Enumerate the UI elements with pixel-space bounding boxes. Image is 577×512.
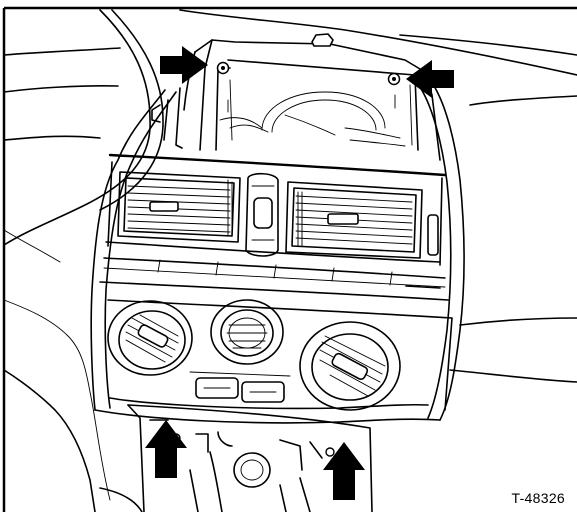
left-vent-louvers [127,185,231,233]
switch-strip [99,259,449,301]
steering-wheel-background [219,91,406,147]
air-distribution-knob [299,321,401,411]
right-vent-louvers [295,195,413,245]
dashboard-outline [3,9,577,512]
figure-code-label: T-48326 [511,490,565,506]
arrow-top-left [160,46,208,84]
fan-speed-knob [210,299,284,365]
screw-top-left [216,61,230,75]
right-air-vent [285,181,423,259]
climate-panel [107,299,453,411]
arrow-bottom-right [323,442,365,500]
arrow-top-right [406,60,454,98]
temperature-knob [107,300,193,376]
lower-storage-compartment [99,404,373,512]
vent-bezel [103,153,447,288]
figure-frame [2,6,577,512]
upper-display-opening [151,33,441,161]
left-air-vent [117,171,241,243]
hazard-switch [245,172,279,257]
screw-top-right [387,72,401,86]
arrow-bottom-left [145,420,187,478]
recirculation-buttons [189,371,291,403]
right-side-switch [427,214,439,256]
